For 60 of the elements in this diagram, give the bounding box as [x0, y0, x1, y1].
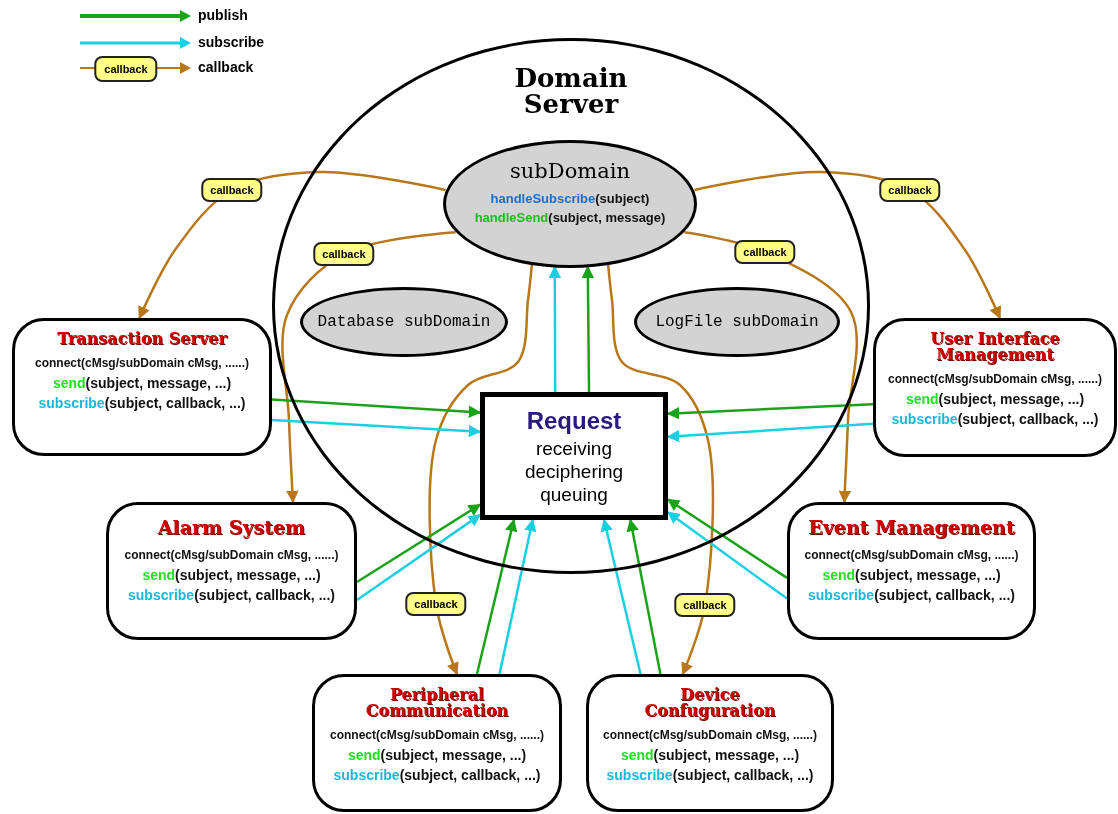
code-line: connect(cMsg/subDomain cMsg, ......)	[124, 547, 339, 564]
ellipse-title: subDomain	[510, 159, 630, 183]
code-line: handleSend(subject, message)	[474, 209, 666, 227]
ellipse-label: Database subDomain	[317, 313, 491, 331]
client-box	[586, 674, 834, 812]
arrow	[626, 518, 662, 675]
code-line: subscribe(subject, callback, ...)	[808, 586, 1015, 605]
edge-label: callback	[734, 240, 796, 264]
client-box	[873, 318, 1117, 457]
code-line: send(subject, message, ...)	[905, 390, 1085, 409]
code-line: send(subject, message, ...)	[52, 374, 232, 393]
code-line: connect(cMsg/subDomain cMsg, ......)	[603, 727, 817, 744]
arrow	[498, 518, 537, 675]
box-title: User Interface Management	[929, 331, 1061, 363]
arrow	[667, 511, 788, 600]
code-line: subscribe(subject, callback, ...)	[891, 410, 1099, 429]
legend-label: callback	[198, 59, 254, 75]
code-line: send(subject, message, ...)	[142, 566, 321, 585]
client-box	[787, 502, 1036, 640]
callback-arrow	[138, 170, 446, 320]
box-title: Transaction Server	[56, 331, 228, 347]
code-line: connect(cMsg/subDomain cMsg, ......)	[888, 371, 1102, 388]
arrow	[475, 518, 518, 675]
box-title: Request	[526, 406, 622, 435]
box-title: Peripheral Communication	[364, 687, 510, 719]
box-text: receiving deciphering queuing	[523, 436, 625, 506]
code-line: connect(cMsg/subDomain cMsg, ......)	[330, 727, 544, 744]
edge-label: callback	[405, 592, 467, 616]
circle-title: Domain Server	[513, 65, 629, 117]
code-line: subscribe(subject, callback, ...)	[38, 394, 246, 413]
edge-label: callback	[879, 178, 941, 202]
code-line: subscribe(subject, callback, ...)	[606, 766, 814, 785]
arrow	[600, 518, 642, 675]
arrow	[666, 422, 874, 443]
code-line: send(subject, message, ...)	[620, 746, 800, 765]
client-box	[12, 318, 272, 456]
arrow	[666, 402, 874, 420]
arrow	[356, 503, 482, 584]
arrow	[271, 418, 482, 438]
code-line: handleSubscribe(subject)	[490, 190, 650, 208]
ellipse-label: LogFile subDomain	[655, 313, 819, 331]
client-box	[312, 674, 562, 812]
box-title: Device Confuguration	[643, 687, 777, 719]
code-line: connect(cMsg/subDomain cMsg, ......)	[804, 547, 1019, 564]
code-line: send(subject, message, ...)	[347, 746, 527, 765]
code-line: subscribe(subject, callback, ...)	[128, 586, 335, 605]
arrow	[356, 513, 482, 601]
edge-label: callback	[201, 178, 263, 202]
legend-label: subscribe	[198, 34, 265, 50]
arrow	[666, 498, 788, 579]
legend-sample-label: callback	[94, 56, 158, 82]
request-box	[480, 392, 668, 520]
edge-label: callback	[313, 242, 375, 266]
legend-label: publish	[198, 7, 248, 23]
code-line: send(subject, message, ...)	[822, 566, 1001, 585]
arrow	[271, 398, 482, 418]
code-line: subscribe(subject, callback, ...)	[333, 766, 541, 785]
edge-label: callback	[674, 593, 736, 617]
client-box	[106, 502, 357, 640]
code-line: connect(cMsg/subDomain cMsg, ......)	[35, 355, 249, 372]
